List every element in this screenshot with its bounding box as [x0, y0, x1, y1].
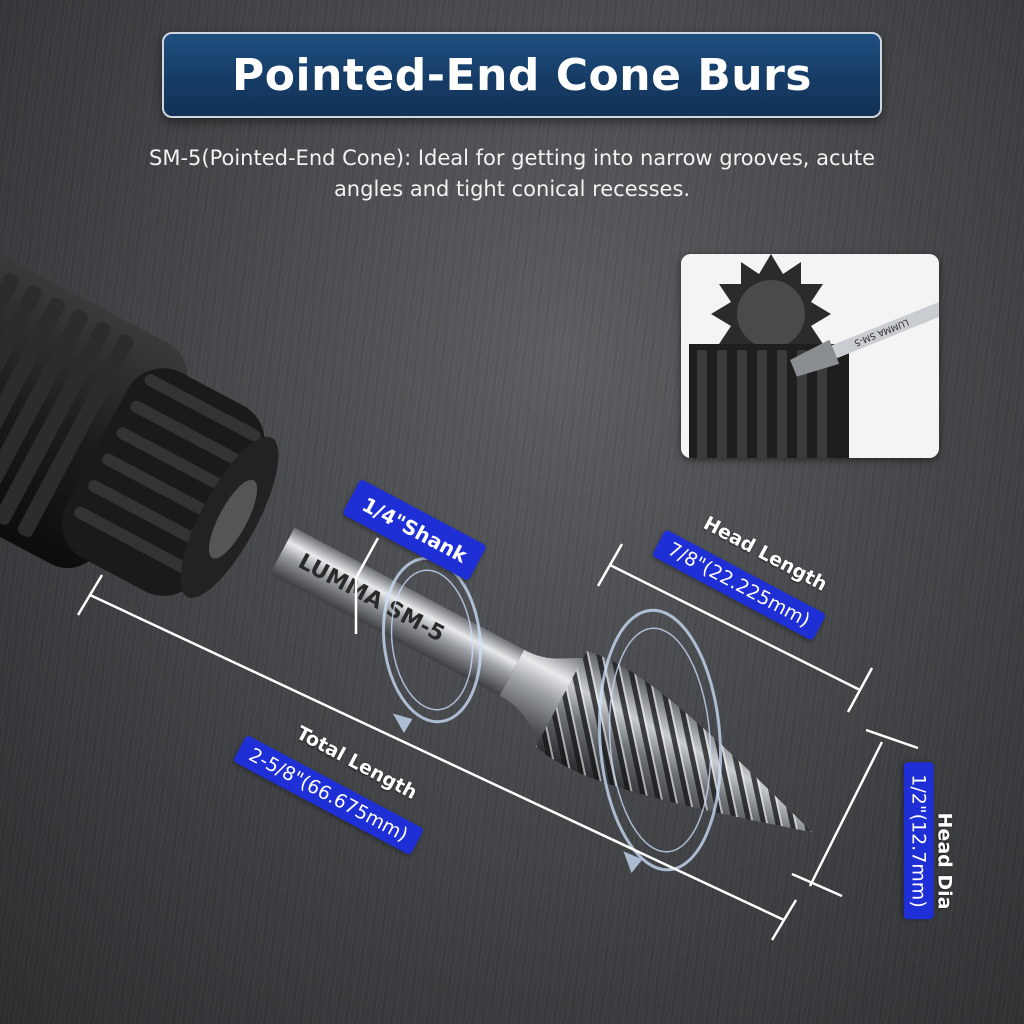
title-banner: Pointed-End Cone Burs — [162, 32, 882, 118]
dimension-lines — [76, 537, 919, 941]
carbide-bur: LUMMA SM-5 — [270, 527, 813, 833]
description-line-2: angles and tight conical recesses. — [333, 177, 691, 201]
gear-workpiece-illustration: LUMMA SM-5 — [681, 254, 939, 458]
usage-inset-photo: LUMMA SM-5 — [681, 254, 939, 458]
head-dia-caption: Head Dia — [933, 812, 956, 910]
rotation-arrow-icon — [597, 608, 723, 873]
rotation-arrow-icon — [381, 556, 483, 733]
product-description: SM-5(Pointed-End Cone): Ideal for gettin… — [60, 143, 964, 205]
description-line-1: SM-5(Pointed-End Cone): Ideal for gettin… — [149, 146, 875, 170]
head-dia-tag: 1/2"(12.7mm) — [903, 762, 934, 920]
page-title: Pointed-End Cone Burs — [232, 49, 812, 101]
drill-chuck — [0, 231, 279, 598]
